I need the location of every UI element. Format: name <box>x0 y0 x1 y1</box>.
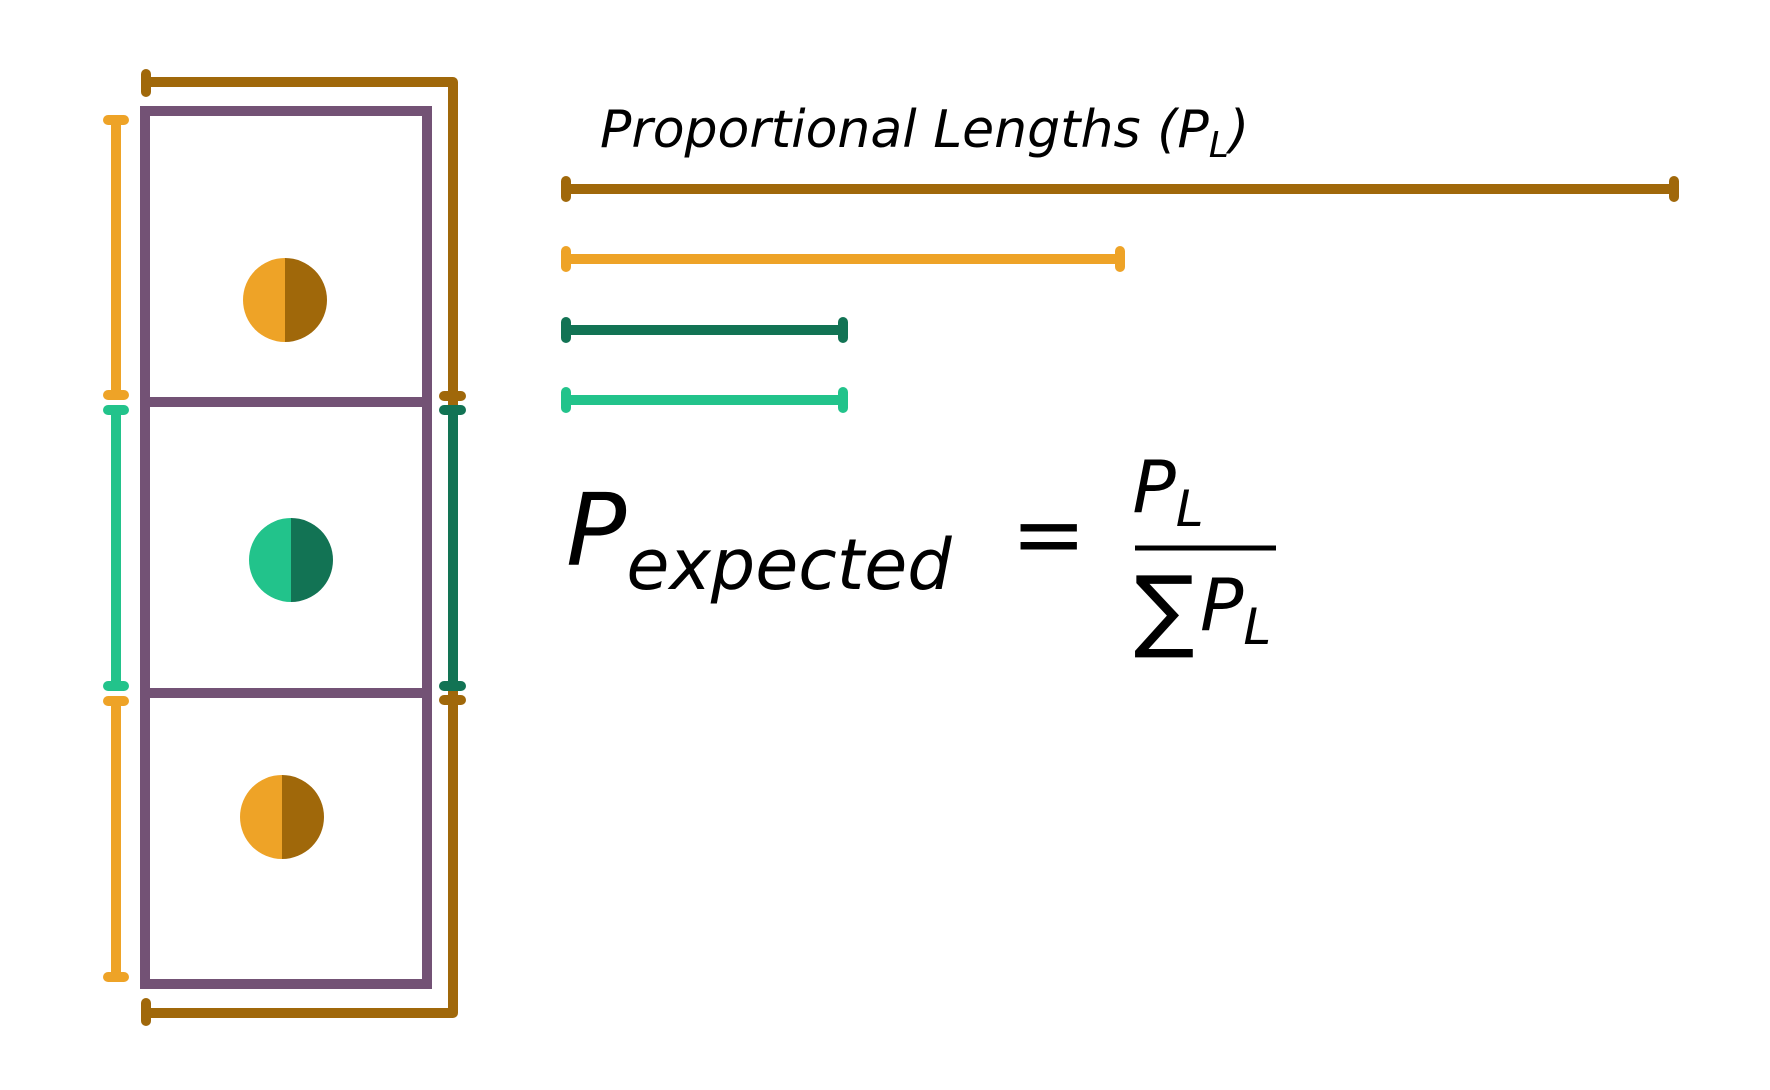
cell-top-circle-right-half <box>285 258 327 342</box>
right-segment-markers <box>439 391 466 705</box>
proportional-lengths-title: Proportional Lengths (PL) <box>600 100 1249 166</box>
equation-lhs-subscript: expected <box>626 524 952 606</box>
equation-denominator-term: PL <box>1200 563 1271 656</box>
equation-lhs-symbol: P <box>566 472 627 589</box>
equation-numerator: PL <box>1132 445 1203 538</box>
cell-middle-circle-left-half <box>249 518 291 602</box>
cell-bottom-circle-left-half <box>240 775 282 859</box>
bar-4 <box>561 387 848 413</box>
cell-middle-circle-right-half <box>291 518 333 602</box>
bar-3 <box>561 317 848 343</box>
bar-2 <box>561 246 1125 272</box>
proportional-bars <box>561 176 1679 413</box>
cell-bottom-circle <box>240 775 324 859</box>
cell-middle-circle <box>249 518 333 602</box>
equation-lhs: Pexpected <box>566 472 952 606</box>
left-segments <box>103 115 129 982</box>
title-symbol: P <box>1177 100 1209 160</box>
bar-1 <box>561 176 1679 202</box>
equation-denominator-subscript: L <box>1243 598 1271 656</box>
cell-top-circle <box>243 258 327 342</box>
equation-numerator-subscript: L <box>1176 480 1204 538</box>
cell-box <box>140 106 432 989</box>
equation: Pexpected = PL ∑ PL <box>566 445 1276 662</box>
title-text: Proportional Lengths ( <box>600 100 1180 160</box>
title-close: ) <box>1225 100 1249 160</box>
equation-equals: = <box>1011 482 1086 587</box>
equation-denominator-symbol: P <box>1200 563 1244 647</box>
cell-bottom-circle-right-half <box>282 775 324 859</box>
cell-top-circle-left-half <box>243 258 285 342</box>
cell-box-outline <box>140 106 432 989</box>
equation-denominator: ∑ <box>1134 557 1195 662</box>
equation-sum-symbol: ∑ <box>1134 557 1195 662</box>
equation-numerator-symbol: P <box>1132 445 1176 529</box>
title-subscript: L <box>1209 125 1229 166</box>
